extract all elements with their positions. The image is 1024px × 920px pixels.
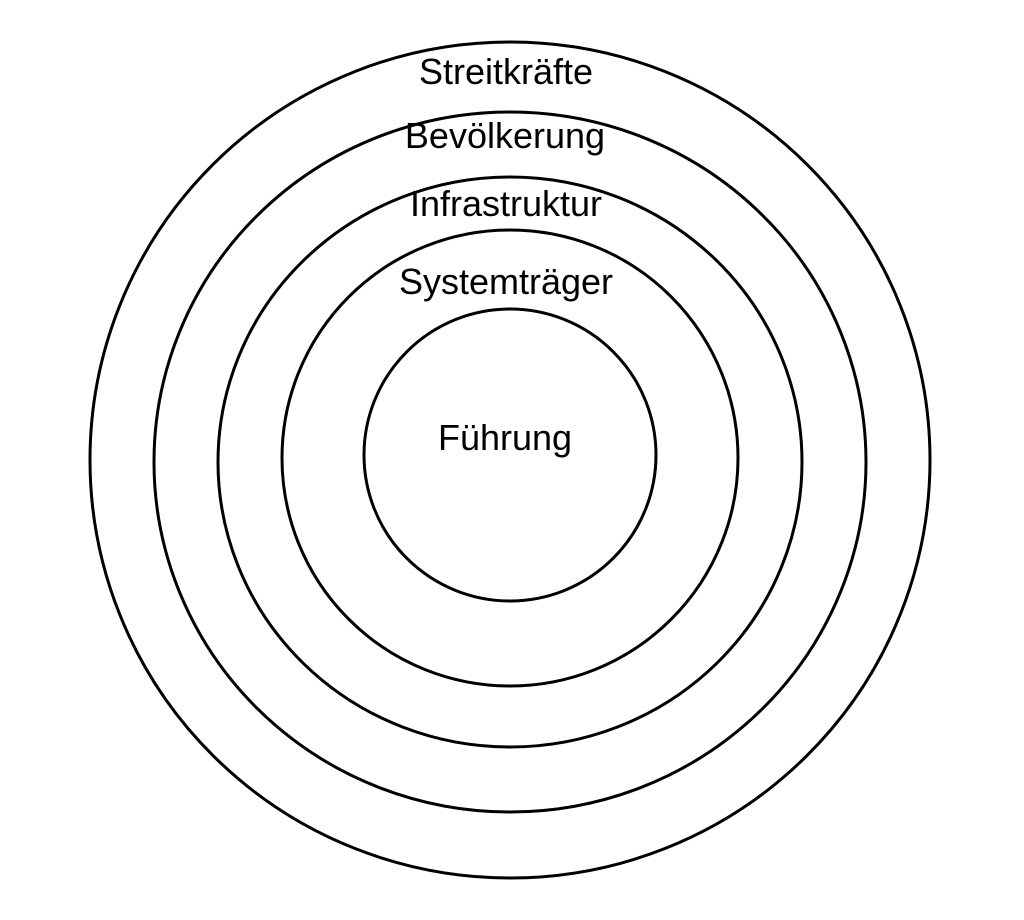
ring-infrastruktur [216,175,804,749]
ring-streitkraefte [88,40,932,880]
label-systemtraeger: Systemträger [399,261,613,302]
label-infrastruktur: Infrastruktur [410,183,602,224]
label-streitkraefte: Streitkräfte [419,51,593,92]
ring-fuehrung [362,307,658,603]
label-bevoelkerung: Bevölkerung [405,115,605,156]
ring-bevoelkerung [152,110,868,814]
label-fuehrung: Führung [438,417,572,458]
ring-systemtraeger [280,228,740,688]
